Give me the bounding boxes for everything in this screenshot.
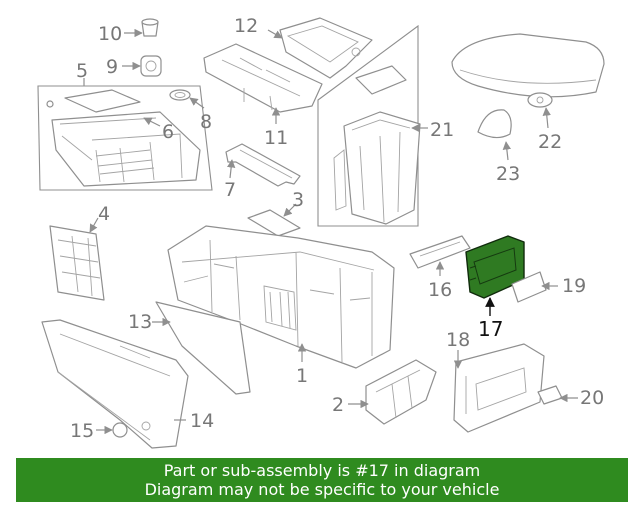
callout-15: 15 — [70, 420, 94, 442]
callout-12: 12 — [234, 15, 258, 37]
part-2-drawing — [365, 359, 437, 425]
part-14-drawing — [41, 319, 189, 449]
callout-10: 10 — [98, 23, 122, 45]
callout-20: 20 — [580, 387, 604, 409]
leader-lines — [83, 28, 578, 435]
callout-6: 6 — [162, 121, 174, 143]
part-18-drawing — [453, 343, 545, 433]
part-13-drawing — [155, 301, 251, 395]
part-4-drawing — [49, 225, 105, 301]
part-1-drawing — [167, 225, 395, 369]
part-9-drawing — [140, 55, 162, 77]
callout-18: 18 — [446, 329, 470, 351]
part-11-drawing — [203, 43, 323, 113]
callout-2: 2 — [332, 394, 344, 416]
callout-16: 16 — [428, 279, 452, 301]
part-3-drawing — [247, 209, 301, 237]
callout-4: 4 — [98, 203, 110, 225]
callout-23: 23 — [496, 163, 520, 185]
callout-17-active[interactable]: 17 — [478, 317, 503, 341]
part-10-drawing — [141, 18, 159, 37]
callout-11: 11 — [264, 127, 288, 149]
part-12-drawing — [279, 17, 373, 79]
part-21-group-box — [317, 24, 421, 227]
part-5-group-box — [37, 85, 213, 191]
info-banner: Part or sub-assembly is #17 in diagram D… — [16, 458, 628, 502]
callout-13: 13 — [128, 311, 152, 333]
callout-8: 8 — [200, 111, 212, 133]
parts-diagram: 10 9 5 6 8 12 11 7 3 21 22 23 4 16 17 19… — [37, 15, 605, 449]
part-8-drawing — [169, 89, 191, 101]
callout-9: 9 — [106, 56, 118, 78]
part-15-drawing — [112, 422, 128, 438]
banner-line-disclaimer: Diagram may not be specific to your vehi… — [144, 480, 500, 499]
banner-line-part-number: Part or sub-assembly is #17 in diagram — [163, 461, 481, 480]
callout-19: 19 — [562, 275, 586, 297]
callout-3: 3 — [292, 189, 304, 211]
part-22-drawing — [451, 33, 605, 108]
callout-7: 7 — [224, 179, 236, 201]
part-7-drawing — [225, 143, 301, 187]
callout-14: 14 — [190, 410, 214, 432]
part-16-drawing — [409, 235, 471, 269]
callout-22: 22 — [538, 131, 562, 153]
callout-5: 5 — [76, 60, 88, 82]
callout-21: 21 — [430, 119, 454, 141]
part-23-drawing — [477, 109, 512, 139]
callout-1: 1 — [296, 365, 308, 387]
